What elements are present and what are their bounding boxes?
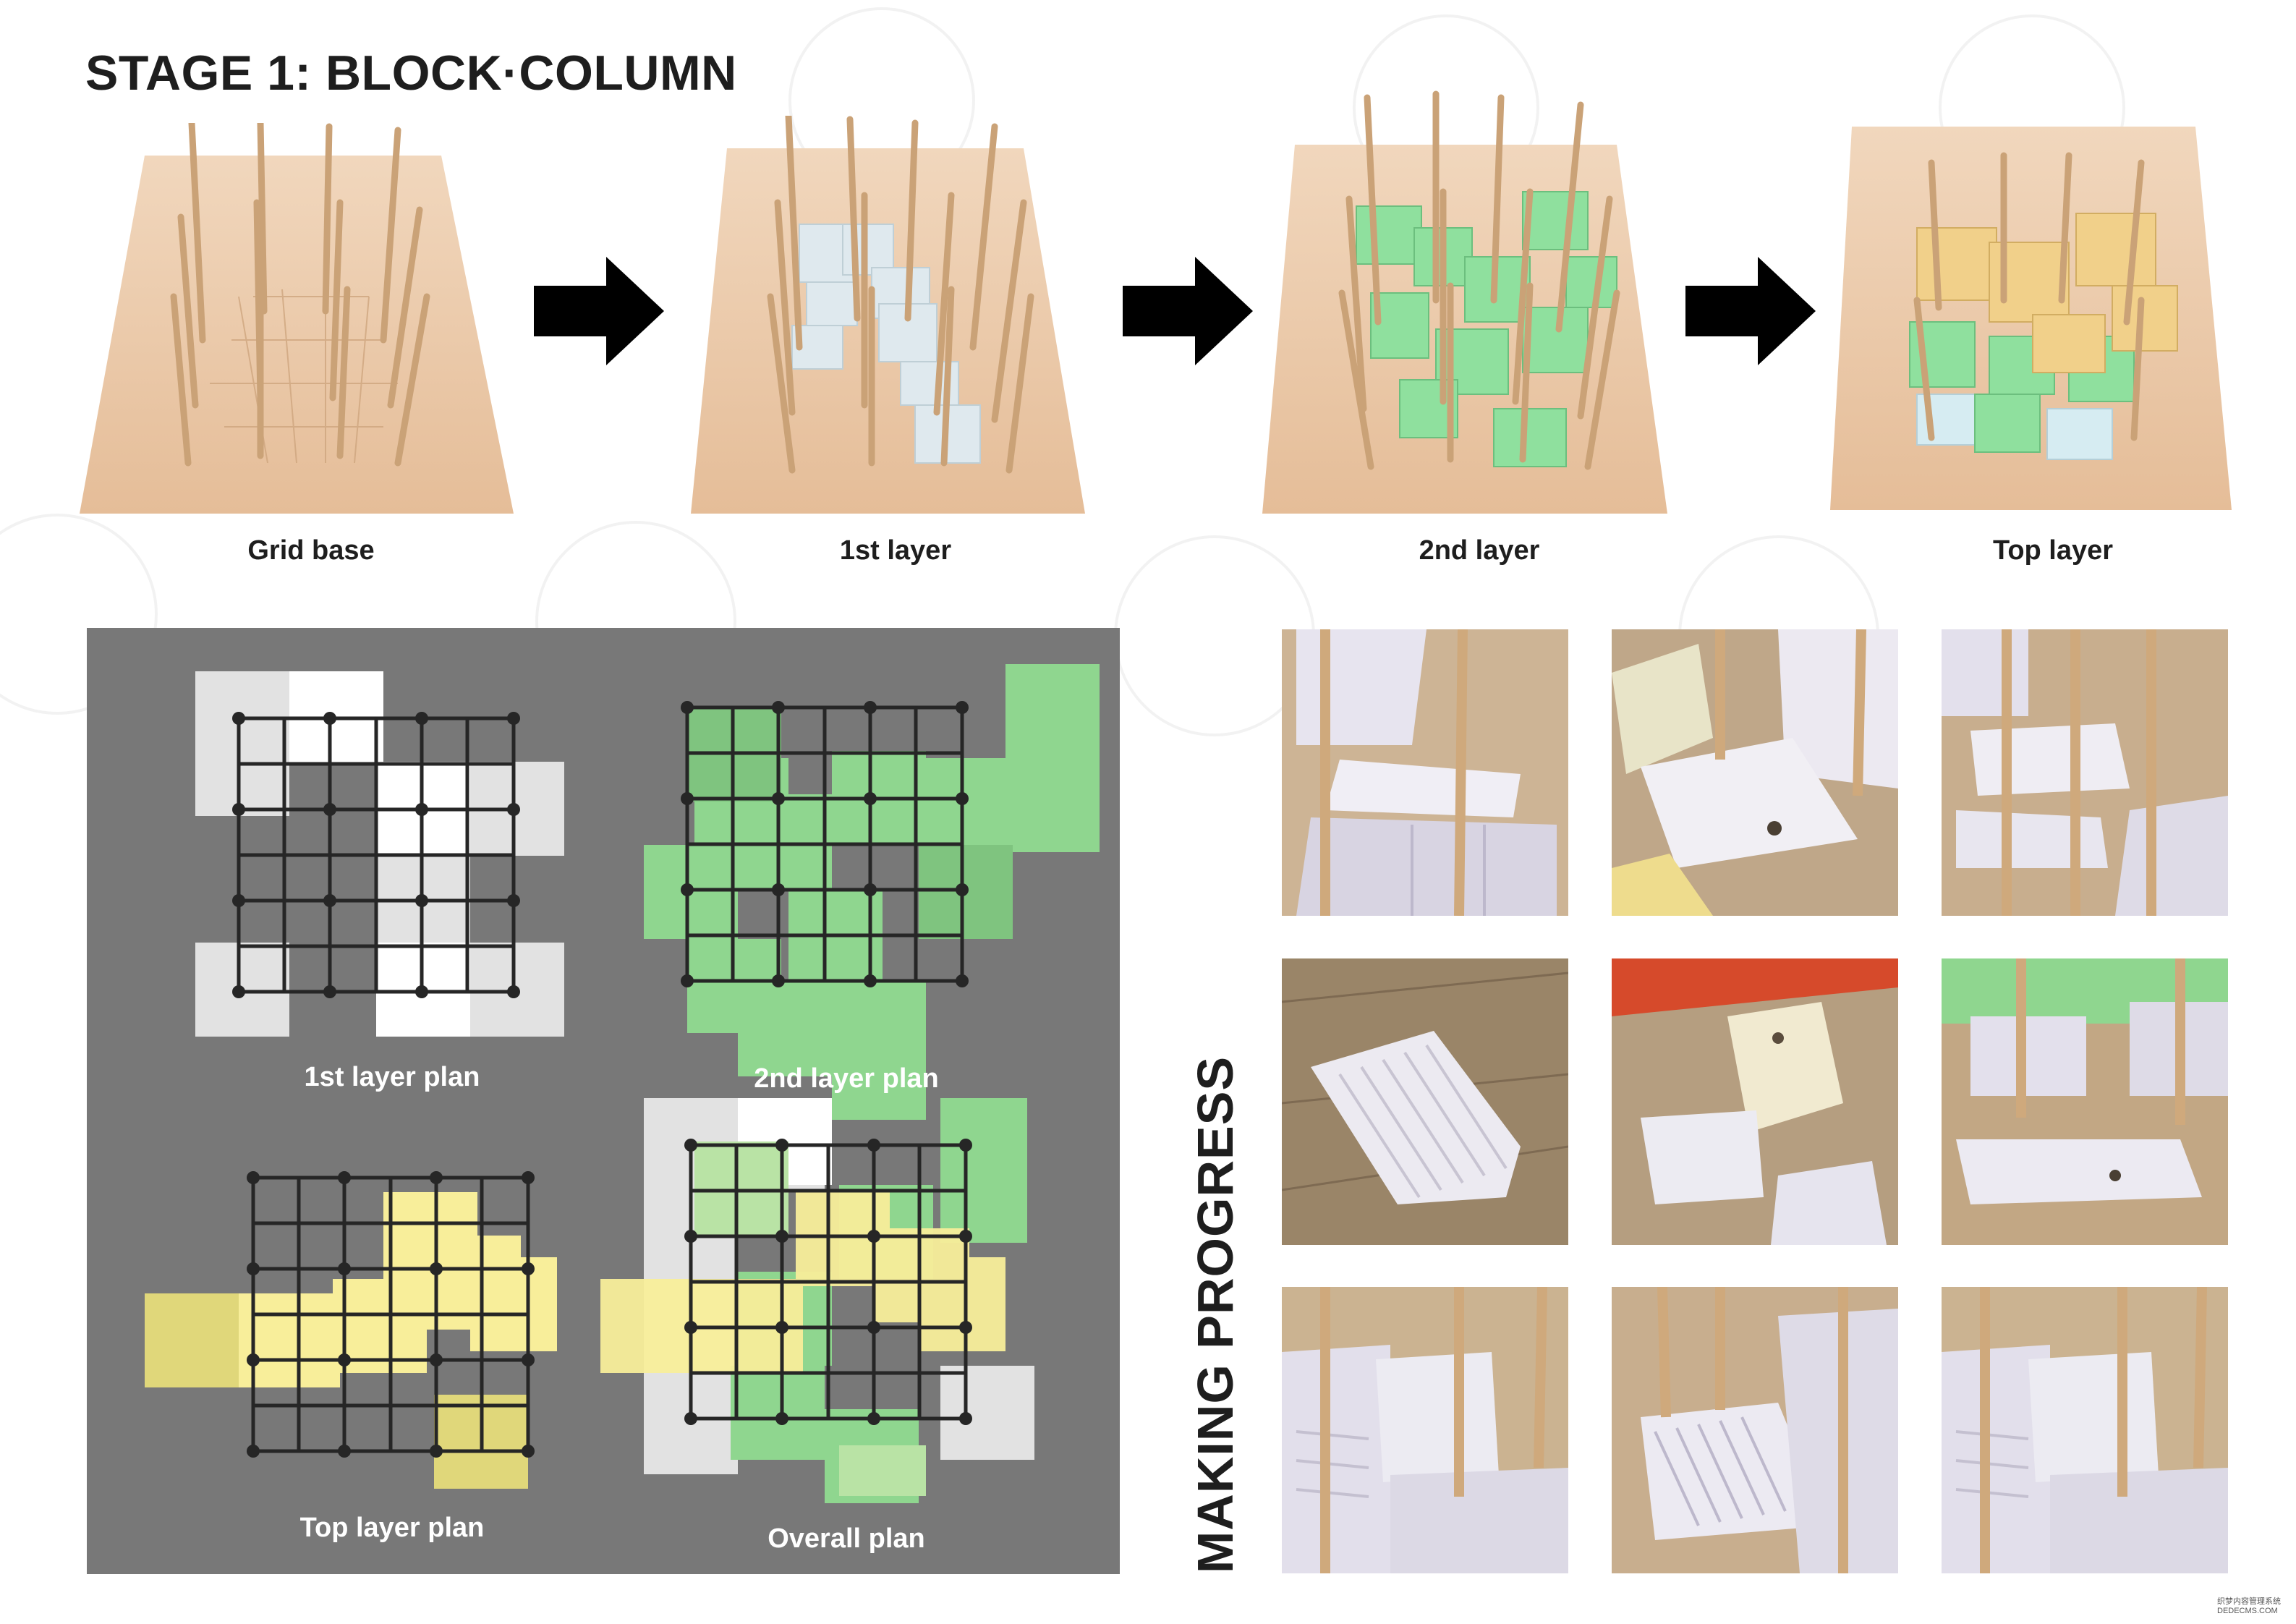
stage-label-grid-base: Grid base <box>247 535 375 566</box>
top-layer-plan-diagram <box>145 1171 557 1489</box>
stage-label-top-layer: Top layer <box>1992 535 2114 566</box>
overall-plan-label: Overall plan <box>768 1523 925 1554</box>
top-layer-photo <box>1830 119 2232 514</box>
progress-photo <box>1612 629 1898 916</box>
first-layer-plan-diagram <box>195 671 564 1037</box>
progress-photo <box>1282 629 1568 916</box>
progress-photo <box>1282 958 1568 1245</box>
making-progress-heading: MAKING PROGRESS <box>1187 1055 1243 1573</box>
first-layer-photo <box>691 116 1085 517</box>
footer-credit: 织梦内容管理系统 DEDECMS.COM <box>2217 1597 2281 1615</box>
arrow-right-icon <box>1685 257 1816 365</box>
arrow-right-icon <box>534 257 664 365</box>
page-title: STAGE 1: BLOCK·COLUMN <box>85 46 737 101</box>
arrow-right-icon <box>1123 257 1253 365</box>
top-layer-plan-label: Top layer plan <box>299 1513 485 1543</box>
second-layer-photo <box>1262 90 1667 517</box>
second-layer-plan-diagram <box>644 664 1100 1120</box>
progress-photo <box>1942 958 2228 1245</box>
second-layer-plan-label: 2nd layer plan <box>754 1063 939 1094</box>
stage-label-second-layer: 2nd layer <box>1419 535 1540 566</box>
stage-label-first-layer: 1st layer <box>839 535 952 566</box>
progress-photo <box>1612 958 1898 1245</box>
grid-base-photo <box>80 123 521 517</box>
overall-plan-diagram <box>600 1098 1034 1503</box>
progress-photo <box>1942 1287 2228 1573</box>
progress-photo <box>1282 1287 1568 1573</box>
plan-diagrams-panel: 1st layer plan 2nd layer plan Top layer … <box>87 628 1120 1574</box>
progress-photo <box>1612 1287 1898 1573</box>
progress-photo <box>1942 629 2228 916</box>
first-layer-plan-label: 1st layer plan <box>304 1062 480 1092</box>
